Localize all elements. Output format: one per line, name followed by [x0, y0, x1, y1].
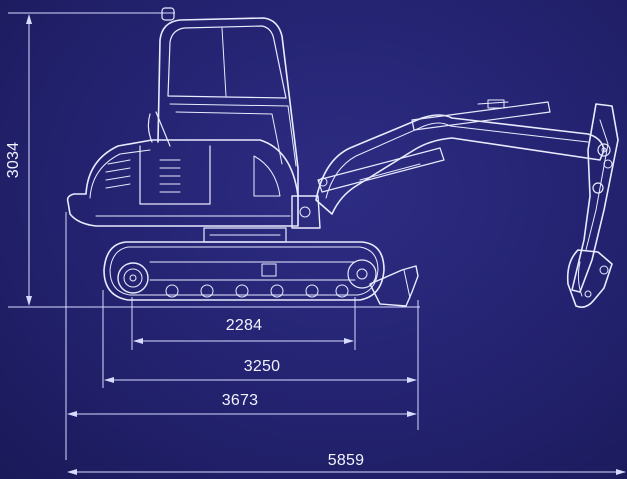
upper-structure — [66, 7, 299, 243]
counterweight-body — [66, 139, 299, 227]
height-total-label: 3034 — [5, 141, 22, 179]
dimension-lines — [8, 12, 626, 475]
hood-vents — [105, 159, 181, 193]
drive-sprocket-center — [129, 274, 137, 282]
linkage-pin — [592, 182, 604, 194]
cab-window-divider — [221, 27, 227, 97]
height-arrow-bottom — [26, 296, 32, 306]
track-length-label: 3250 — [243, 358, 281, 375]
drive-sprocket-hub — [123, 268, 143, 288]
track-outline — [103, 241, 385, 301]
bucket-inner — [577, 261, 583, 297]
dozer-blade-edge — [403, 269, 411, 299]
track-contact-arrow-left — [133, 338, 143, 344]
overall-length-label: 5859 — [327, 452, 365, 469]
arm — [571, 103, 619, 293]
track-contact-label: 2284 — [225, 317, 263, 334]
boom-inner-contour — [325, 122, 589, 199]
height-arrow-top — [26, 14, 32, 24]
track-assembly — [103, 241, 419, 307]
track-length-arrow-left — [104, 377, 114, 383]
cab-window-upper — [167, 25, 287, 99]
cab-window-lower — [169, 103, 297, 167]
bucket — [566, 249, 613, 308]
undercarriage-arrow-left — [67, 411, 77, 417]
front-idler — [347, 259, 377, 289]
undercarriage-length-label: 3673 — [221, 392, 259, 409]
dozer-blade — [369, 265, 419, 307]
slewing-ring — [203, 227, 287, 243]
engine-hood — [139, 145, 211, 205]
side-grill — [253, 155, 281, 197]
counterweight-contour — [89, 149, 151, 199]
front-idler-hub — [356, 268, 368, 280]
track-inner-outline — [109, 246, 379, 296]
cab-door-line — [175, 111, 283, 165]
drive-sprocket — [117, 262, 149, 294]
track-rollers — [165, 284, 349, 298]
boom — [315, 114, 605, 215]
undercarriage-arrow-right — [407, 411, 417, 417]
front-attachment — [291, 99, 619, 308]
arm-inner-contour — [585, 119, 609, 251]
cab-frame — [157, 17, 299, 197]
operator-seat — [147, 111, 171, 147]
beacon-light — [161, 7, 175, 21]
swing-bracket — [291, 195, 321, 229]
overall-arrow-right — [616, 469, 626, 475]
boom-cylinder — [317, 147, 445, 193]
track-contact-arrow-right — [344, 338, 354, 344]
overall-arrow-left — [67, 469, 77, 475]
track-frame-plate — [261, 263, 277, 277]
arm-pivot — [597, 143, 611, 157]
track-length-arrow-right — [407, 377, 417, 383]
